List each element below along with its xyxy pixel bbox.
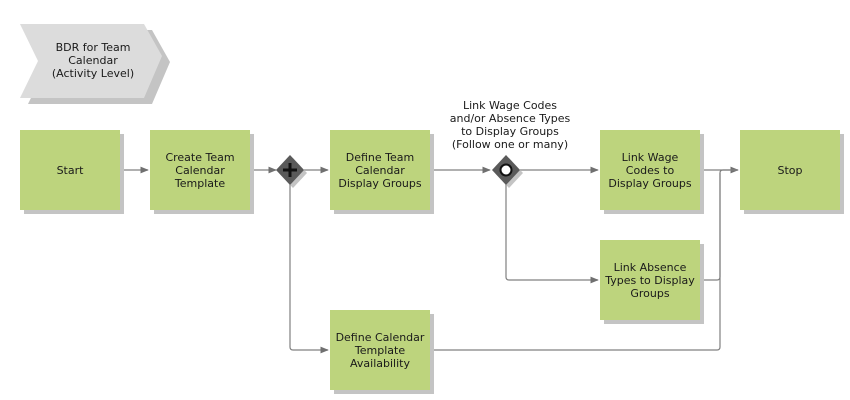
connectors [121, 166, 739, 354]
gateway-annotation: Link Wage Codes and/or Absence Types to … [449, 99, 571, 151]
task-create-template [150, 130, 250, 210]
tasks [20, 130, 844, 394]
edge-and-to-availability [289, 184, 329, 354]
task-link-absence-types [600, 240, 700, 320]
edge-availability-to-stop [431, 173, 721, 351]
edge-or-to-absence [505, 184, 599, 284]
task-define-availability-label: Define Calendar Template Availability [335, 330, 425, 370]
header-label: BDR for Team Calendar (Activity Level) [51, 40, 135, 80]
circle-icon [499, 163, 513, 177]
header-chevron-shape [20, 24, 162, 98]
task-define-availability [330, 310, 430, 390]
task-start [20, 130, 120, 210]
task-stop-label: Stop [777, 163, 803, 177]
and-gateway [276, 155, 307, 188]
task-start-label: Start [56, 163, 84, 177]
task-stop [740, 130, 840, 210]
task-define-display-groups-label: Define Team Calendar Display Groups [338, 150, 422, 190]
task-link-absence-types-label: Link Absence Types to Display Groups [605, 260, 695, 300]
task-link-wage-codes [600, 130, 700, 210]
task-link-wage-codes-label: Link Wage Codes to Display Groups [608, 150, 692, 190]
task-define-display-groups [330, 130, 430, 210]
or-gateway [492, 155, 523, 188]
header-chevron [20, 24, 170, 104]
task-create-template-label: Create Team Calendar Template [165, 150, 235, 190]
